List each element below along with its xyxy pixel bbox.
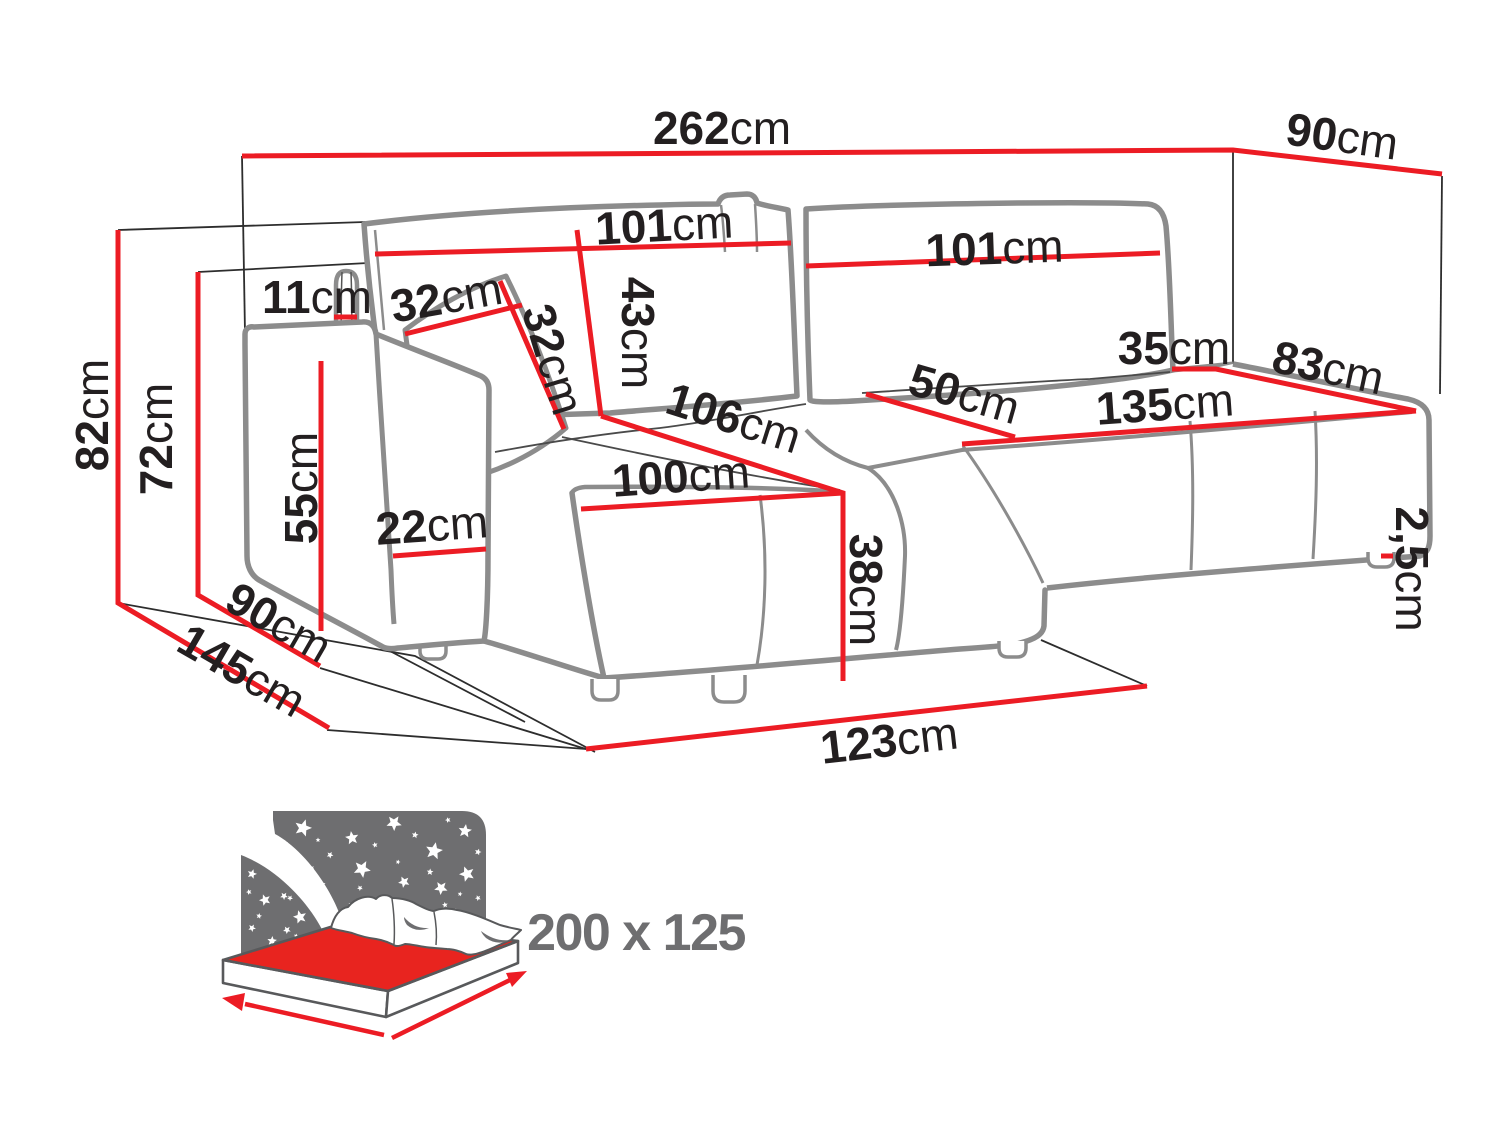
svg-text:83cm: 83cm	[1268, 330, 1389, 404]
svg-text:123cm: 123cm	[818, 706, 961, 773]
svg-text:22cm: 22cm	[374, 495, 490, 555]
svg-text:100cm: 100cm	[610, 445, 751, 507]
svg-text:11cm: 11cm	[262, 271, 372, 323]
svg-text:200 x 125: 200 x 125	[527, 904, 745, 962]
svg-text:262cm: 262cm	[653, 102, 791, 154]
svg-text:35cm: 35cm	[1118, 322, 1231, 374]
svg-text:101cm: 101cm	[594, 195, 735, 254]
svg-text:90cm: 90cm	[1283, 103, 1402, 170]
svg-text:135cm: 135cm	[1094, 373, 1235, 435]
svg-text:43cm: 43cm	[612, 277, 664, 390]
svg-text:55cm: 55cm	[275, 432, 327, 545]
svg-text:72cm: 72cm	[130, 383, 182, 496]
svg-text:101cm: 101cm	[925, 220, 1065, 277]
svg-text:38cm: 38cm	[840, 534, 892, 647]
svg-text:32cm: 32cm	[386, 262, 506, 333]
svg-text:82cm: 82cm	[66, 359, 118, 472]
svg-text:2,5cm: 2,5cm	[1386, 506, 1438, 631]
